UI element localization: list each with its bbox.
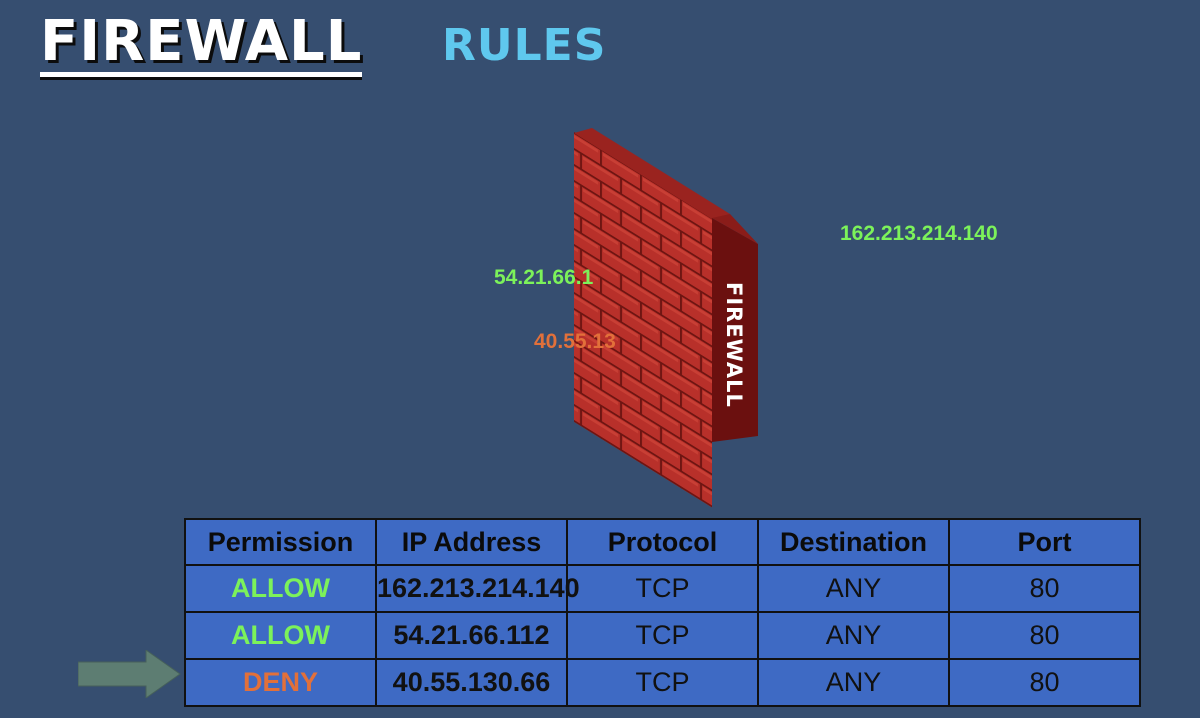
header-protocol: Protocol [566, 518, 759, 566]
destination-cell: ANY [757, 564, 950, 613]
table-row: ALLOW 162.213.214.140 TCP ANY 80 [184, 564, 1141, 613]
protocol-cell: TCP [566, 564, 759, 613]
ip-cell: 162.213.214.140 [375, 564, 580, 613]
destination-cell: ANY [757, 658, 950, 707]
ip-cell: 40.55.130.66 [375, 658, 568, 707]
firewall-rules-table: Permission IP Address Protocol Destinati… [184, 518, 1141, 707]
ip-label-blocked: 40.55.13 [534, 330, 616, 353]
table-row: DENY 40.55.130.66 TCP ANY 80 [184, 658, 1141, 707]
table-row: ALLOW 54.21.66.112 TCP ANY 80 [184, 611, 1141, 660]
header-destination: Destination [757, 518, 950, 566]
protocol-cell: TCP [566, 611, 759, 660]
ip-cell: 54.21.66.112 [375, 611, 568, 660]
permission-cell: ALLOW [184, 611, 377, 660]
permission-cell: ALLOW [184, 564, 377, 613]
ip-label-allowed-far: 162.213.214.140 [840, 222, 998, 245]
permission-cell: DENY [184, 658, 377, 707]
port-cell: 80 [948, 611, 1141, 660]
wall-label: FIREWALL [722, 282, 746, 408]
ip-label-allowed-passing: 54.21.66.1 [494, 266, 594, 289]
right-arrow-icon [78, 650, 181, 698]
header-ip-address: IP Address [375, 518, 568, 566]
table-header-row: Permission IP Address Protocol Destinati… [184, 518, 1141, 566]
header-port: Port [948, 518, 1141, 566]
protocol-cell: TCP [566, 658, 759, 707]
port-cell: 80 [948, 564, 1141, 613]
destination-cell: ANY [757, 611, 950, 660]
header-permission: Permission [184, 518, 377, 566]
title-rules: RULES [442, 20, 607, 71]
port-cell: 80 [948, 658, 1141, 707]
title-firewall: FIREWALL [40, 14, 363, 77]
